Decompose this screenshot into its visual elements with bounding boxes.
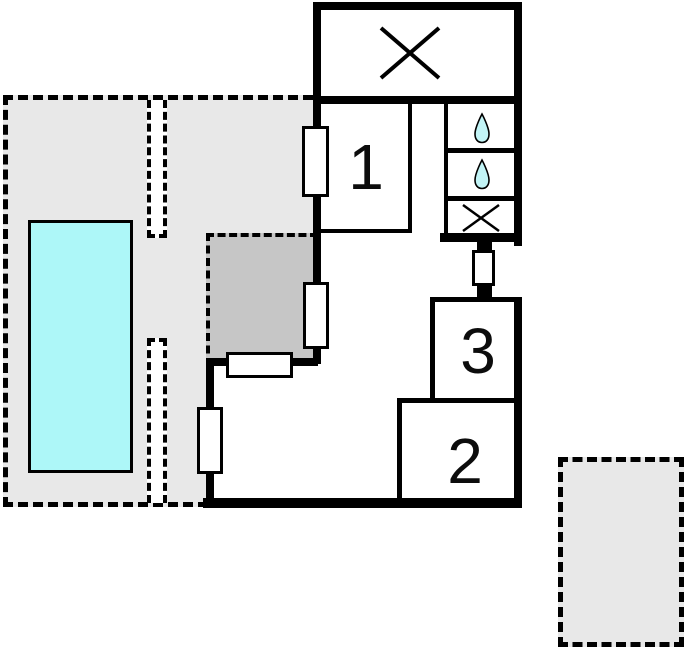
wall-room2-top [397,398,522,403]
window-lower-left [197,407,223,474]
wall-right-lower-exterior [514,297,522,508]
crossed-fixture-icon [461,203,501,233]
wall-bottom-exterior [203,498,522,508]
wall-room1-divider [408,104,412,233]
window-south-horizontal [226,352,293,378]
water-drop-icon [472,158,492,190]
wall-room3-top [430,297,522,302]
room3-label: 3 [460,315,496,387]
window-covered-terrace [303,282,329,349]
wall-right-upper-exterior [514,2,522,246]
terrace-gap-top [147,100,167,238]
wall-bath-divider-1 [444,148,514,153]
swimming-pool [28,220,133,473]
wall-room3-left [430,297,435,403]
water-drop-icon [472,112,492,144]
wall-bath-divider-2 [444,196,514,201]
room1-label: 1 [348,131,384,203]
room2-label: 2 [447,425,483,497]
terrace-gap-bottom [147,338,167,503]
window-room1 [302,126,329,197]
wall-bath-bottom [440,233,522,242]
crossed-area-icon [378,25,442,81]
wall-room2-left [397,398,402,503]
wall-room1-bottom [313,229,412,233]
wall-bath-left [444,104,448,233]
terrace-bottom-right [558,457,684,647]
wall-crossed-room-bottom [313,96,522,104]
window-connector [472,250,495,286]
covered-terrace [206,233,318,366]
wall-top-exterior [313,2,522,10]
building-interior-lower-left [206,358,318,508]
